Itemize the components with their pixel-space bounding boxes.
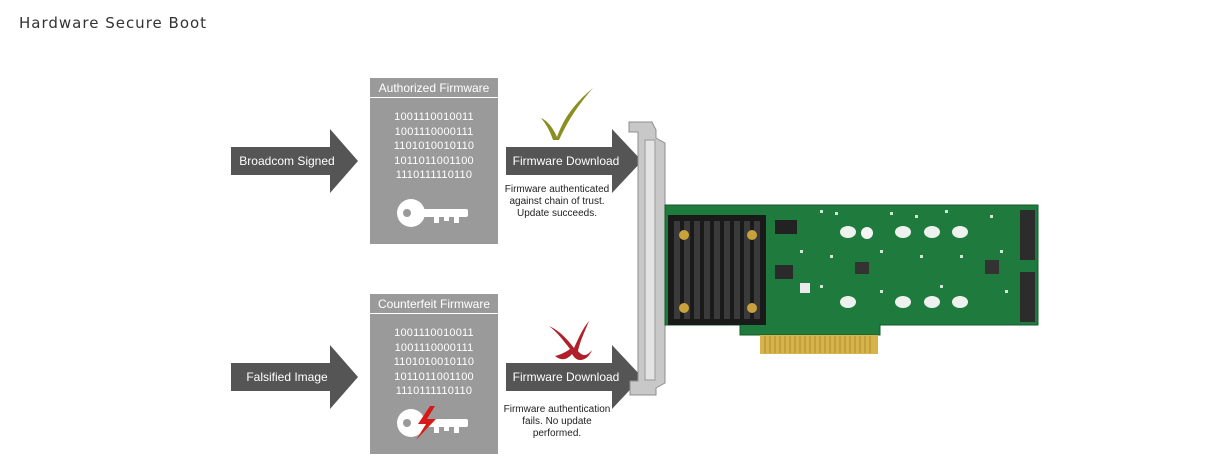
binary-line: 1101010010110 <box>393 356 475 368</box>
binary-line: 1011011001100 <box>394 154 474 167</box>
x-mark-icon <box>549 321 592 360</box>
output-label-firmware-download: Firmware Download <box>512 154 620 168</box>
binary-line: 1101010010110 <box>393 140 475 152</box>
input-label-broadcom-signed: Broadcom Signed <box>239 154 335 168</box>
binary-line: 1001110010011 <box>394 111 474 123</box>
counterfeit-firmware-card: Counterfeit Firmware 1001110010011 10011… <box>370 294 498 454</box>
firmware-binary: 1001110010011 1001110000111 110101001011… <box>370 110 498 183</box>
lightning-bolt-icon <box>416 406 436 440</box>
input-arrow-bottom <box>231 345 358 409</box>
firmware-card-title: Counterfeit Firmware <box>370 294 498 314</box>
binary-line: 1110111110110 <box>395 385 473 397</box>
broken-key-icon <box>397 406 468 440</box>
firmware-card-title: Authorized Firmware <box>370 78 498 98</box>
output-arrow-bottom <box>506 345 642 409</box>
output-arrow-top <box>506 129 642 193</box>
binary-line: 1001110000111 <box>394 125 474 138</box>
firmware-binary: 1001110010011 1001110000111 110101001011… <box>370 326 498 399</box>
raid-controller-card <box>628 121 1039 396</box>
binary-line: 1110111110110 <box>395 169 473 181</box>
result-text-failure: Firmware authentication fails. No update… <box>503 404 611 439</box>
binary-line: 1001110010011 <box>394 327 474 339</box>
checkmark-icon <box>541 88 593 140</box>
input-arrow-top <box>231 129 358 193</box>
input-label-falsified-image: Falsified Image <box>246 370 328 384</box>
binary-line: 1001110000111 <box>394 341 474 354</box>
binary-line: 1011011001100 <box>394 370 474 383</box>
page-title: Hardware Secure Boot <box>19 14 208 32</box>
result-text-success: Firmware authenticated against chain of … <box>504 184 610 219</box>
authorized-firmware-card: Authorized Firmware 1001110010011 100111… <box>370 78 498 244</box>
key-icon <box>397 199 468 227</box>
output-label-firmware-download: Firmware Download <box>512 370 620 384</box>
